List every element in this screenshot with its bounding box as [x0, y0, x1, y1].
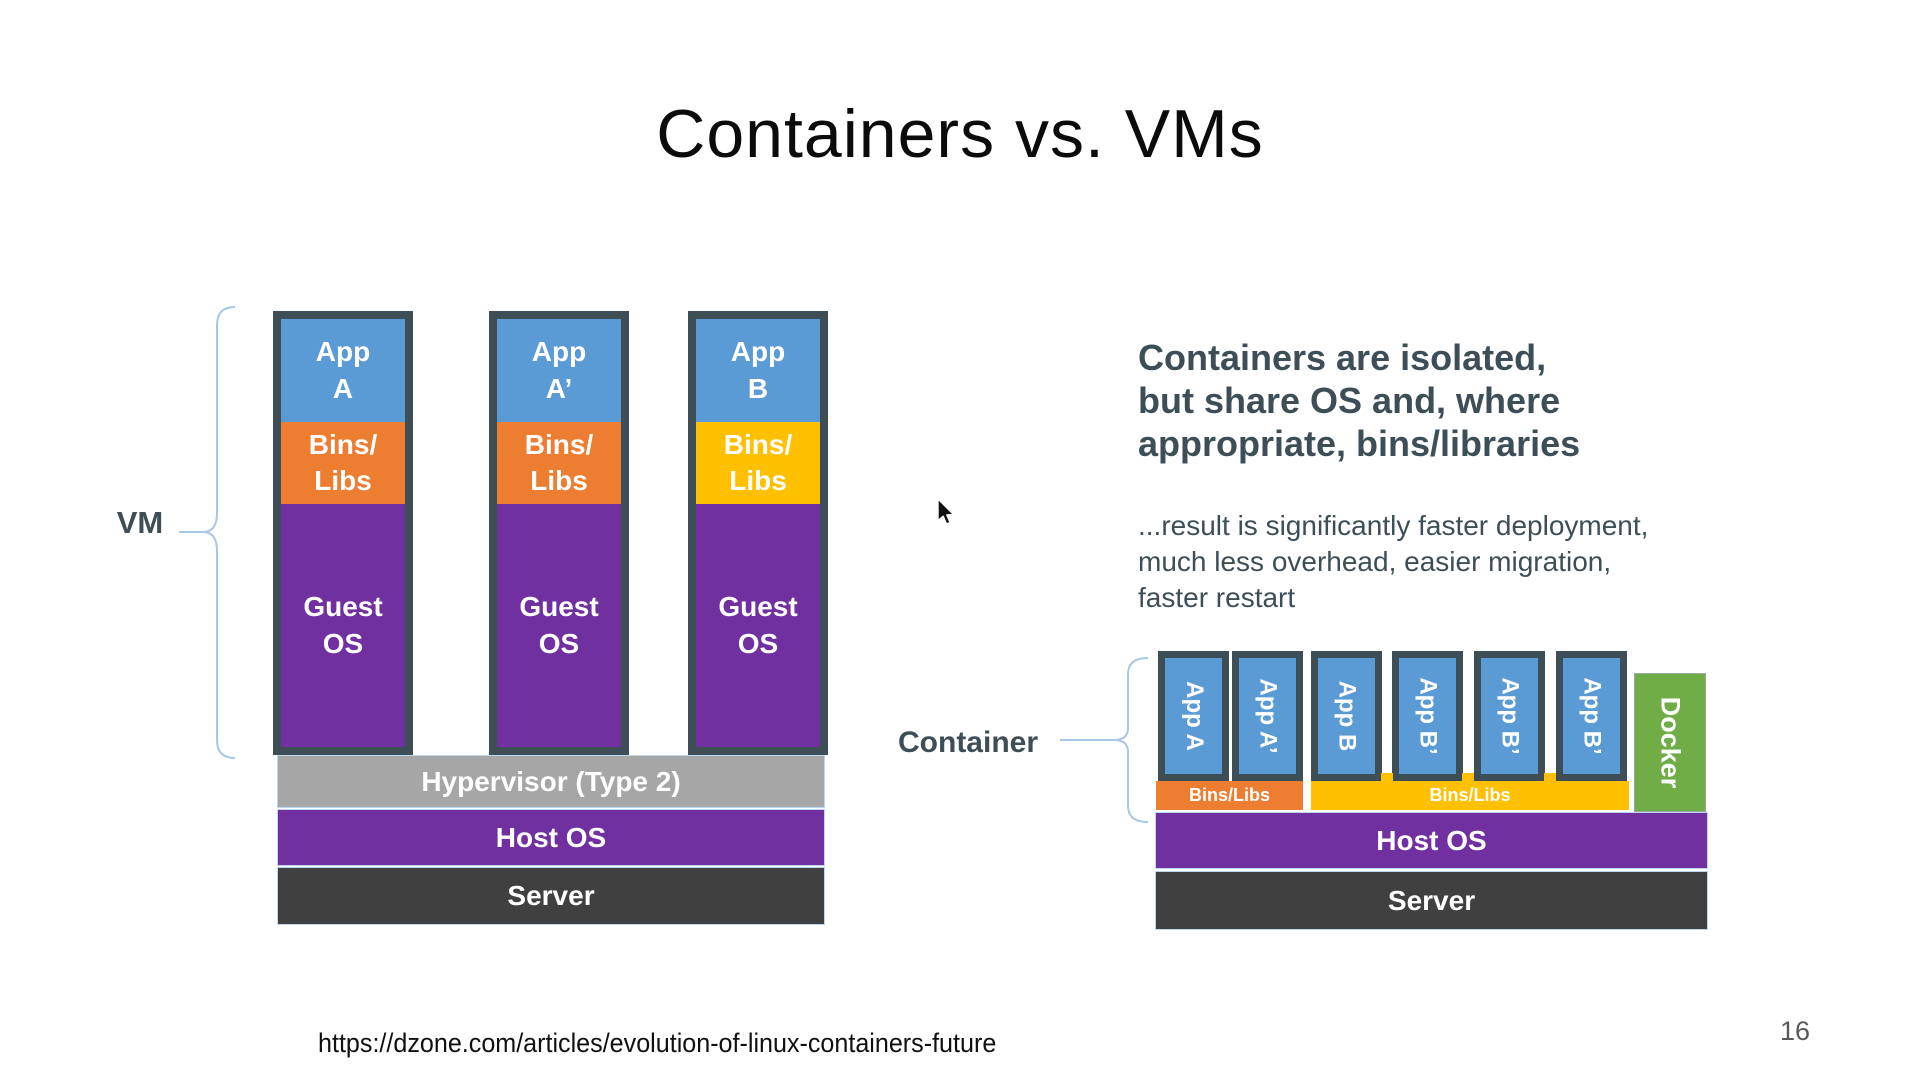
bins-libs-tab [1381, 773, 1393, 783]
container-bins-libs-orange-bar: Bins/Libs [1156, 781, 1303, 810]
vm-server-bar: Server [277, 867, 825, 925]
container-box-app-b3-label: App B’ [1496, 677, 1524, 755]
mouse-cursor-icon [937, 498, 955, 525]
vm2-app-box: App A’ [497, 319, 621, 422]
container-box-app-b: App B [1311, 651, 1382, 781]
slide-title: Containers vs. VMs [656, 96, 1264, 172]
containers-heading: Containers are isolated, but share OS an… [1138, 337, 1581, 464]
vm-stack-3: App B Bins/ Libs Guest OS [688, 311, 828, 755]
bins-libs-tab [1544, 773, 1556, 783]
vm-stack-1: App A Bins/ Libs Guest OS [273, 311, 413, 755]
container-box-app-b3: App B’ [1474, 651, 1545, 781]
container-box-app-b-label: App B [1333, 680, 1361, 752]
vm2-guest-os-box: Guest OS [497, 504, 621, 747]
container-box-app-a-label: App A [1180, 681, 1208, 751]
vm1-bins-libs-box: Bins/ Libs [281, 422, 405, 504]
container-label: Container [898, 726, 1039, 759]
bins-libs-tab [1462, 773, 1474, 783]
vm-brace-icon [179, 306, 236, 759]
containers-body-text: ...result is significantly faster deploy… [1138, 510, 1649, 613]
container-box-app-b2: App B’ [1392, 651, 1463, 781]
container-box-app-a2-label: App A’ [1254, 678, 1282, 754]
vm3-app-box: App B [696, 319, 820, 422]
vm3-bins-libs-box: Bins/ Libs [696, 422, 820, 504]
vm1-guest-os-box: Guest OS [281, 504, 405, 747]
container-box-app-a2: App A’ [1232, 651, 1303, 781]
container-box-app-b2-label: App B’ [1414, 677, 1442, 755]
vm3-guest-os-box: Guest OS [696, 504, 820, 747]
hypervisor-bar: Hypervisor (Type 2) [277, 755, 825, 808]
docker-box: Docker [1634, 673, 1706, 812]
docker-label: Docker [1655, 696, 1686, 789]
vm-stack-2: App A’ Bins/ Libs Guest OS [489, 311, 629, 755]
vm2-bins-libs-box: Bins/ Libs [497, 422, 621, 504]
source-url: https://dzone.com/articles/evolution-of-… [318, 1028, 997, 1058]
container-box-app-b4: App B’ [1556, 651, 1627, 781]
vm-host-os-bar: Host OS [277, 809, 825, 866]
container-box-app-a: App A [1158, 651, 1229, 781]
vm-label: VM [116, 505, 164, 540]
vm1-app-box: App A [281, 319, 405, 422]
container-host-os-bar: Host OS [1155, 812, 1708, 869]
container-server-bar: Server [1155, 871, 1708, 930]
container-bins-libs-yellow-bar: Bins/Libs [1311, 781, 1629, 810]
container-brace-icon [1060, 657, 1149, 823]
container-box-app-b4-label: App B’ [1578, 677, 1606, 755]
page-number: 16 [1780, 1016, 1811, 1046]
